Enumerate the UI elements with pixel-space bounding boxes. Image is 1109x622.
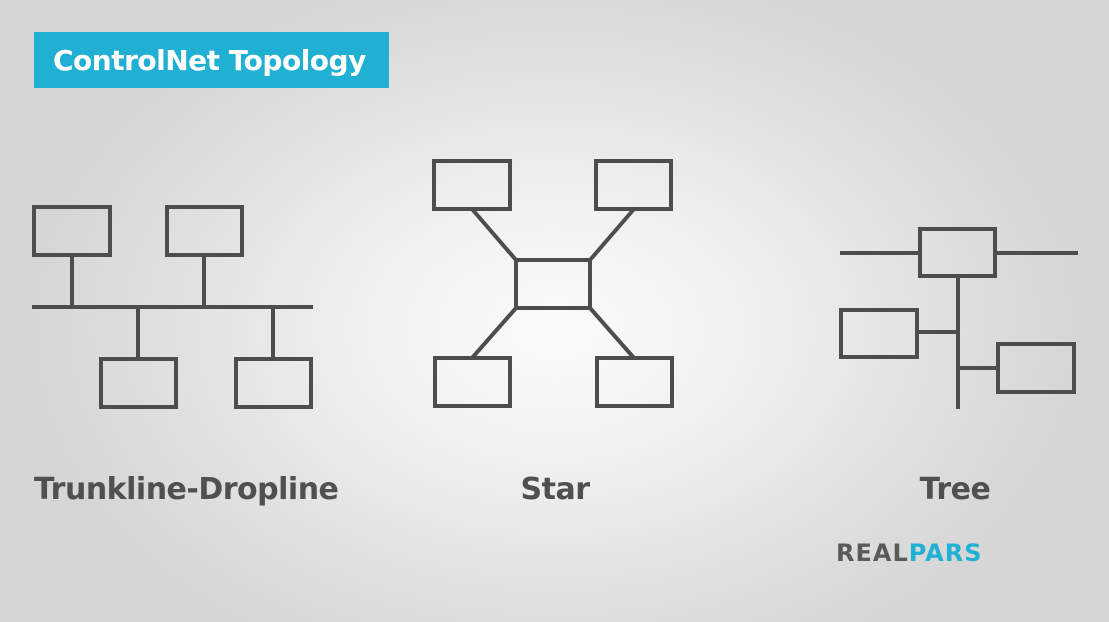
tree-diagram bbox=[839, 227, 1078, 409]
logo-text-pars: PARS bbox=[908, 539, 983, 567]
caption-star: Star bbox=[520, 472, 591, 507]
node-box bbox=[234, 357, 313, 409]
star-link bbox=[588, 207, 636, 262]
node-box bbox=[32, 205, 112, 257]
caption-tree: Tree bbox=[919, 472, 991, 507]
node-box bbox=[594, 159, 673, 211]
node-box bbox=[433, 356, 512, 408]
page-title: ControlNet Topology bbox=[53, 43, 366, 77]
node-box bbox=[165, 205, 244, 257]
hub-box bbox=[514, 258, 592, 310]
logo-text-real: REAL bbox=[836, 539, 909, 567]
node-box bbox=[432, 159, 512, 211]
title-banner: ControlNet Topology bbox=[34, 32, 389, 88]
root-box bbox=[918, 227, 997, 278]
realpars-logo: REALPARS bbox=[836, 536, 982, 570]
star-diagram bbox=[432, 159, 674, 408]
node-box bbox=[839, 308, 919, 359]
node-box bbox=[996, 342, 1076, 394]
star-link bbox=[588, 306, 636, 360]
trunkline-dropline-diagram bbox=[32, 205, 313, 409]
star-link bbox=[470, 207, 518, 262]
star-link bbox=[470, 306, 518, 360]
caption-trunkline-dropline: Trunkline-Dropline bbox=[34, 472, 339, 507]
node-box bbox=[99, 357, 178, 409]
node-box bbox=[595, 356, 674, 408]
